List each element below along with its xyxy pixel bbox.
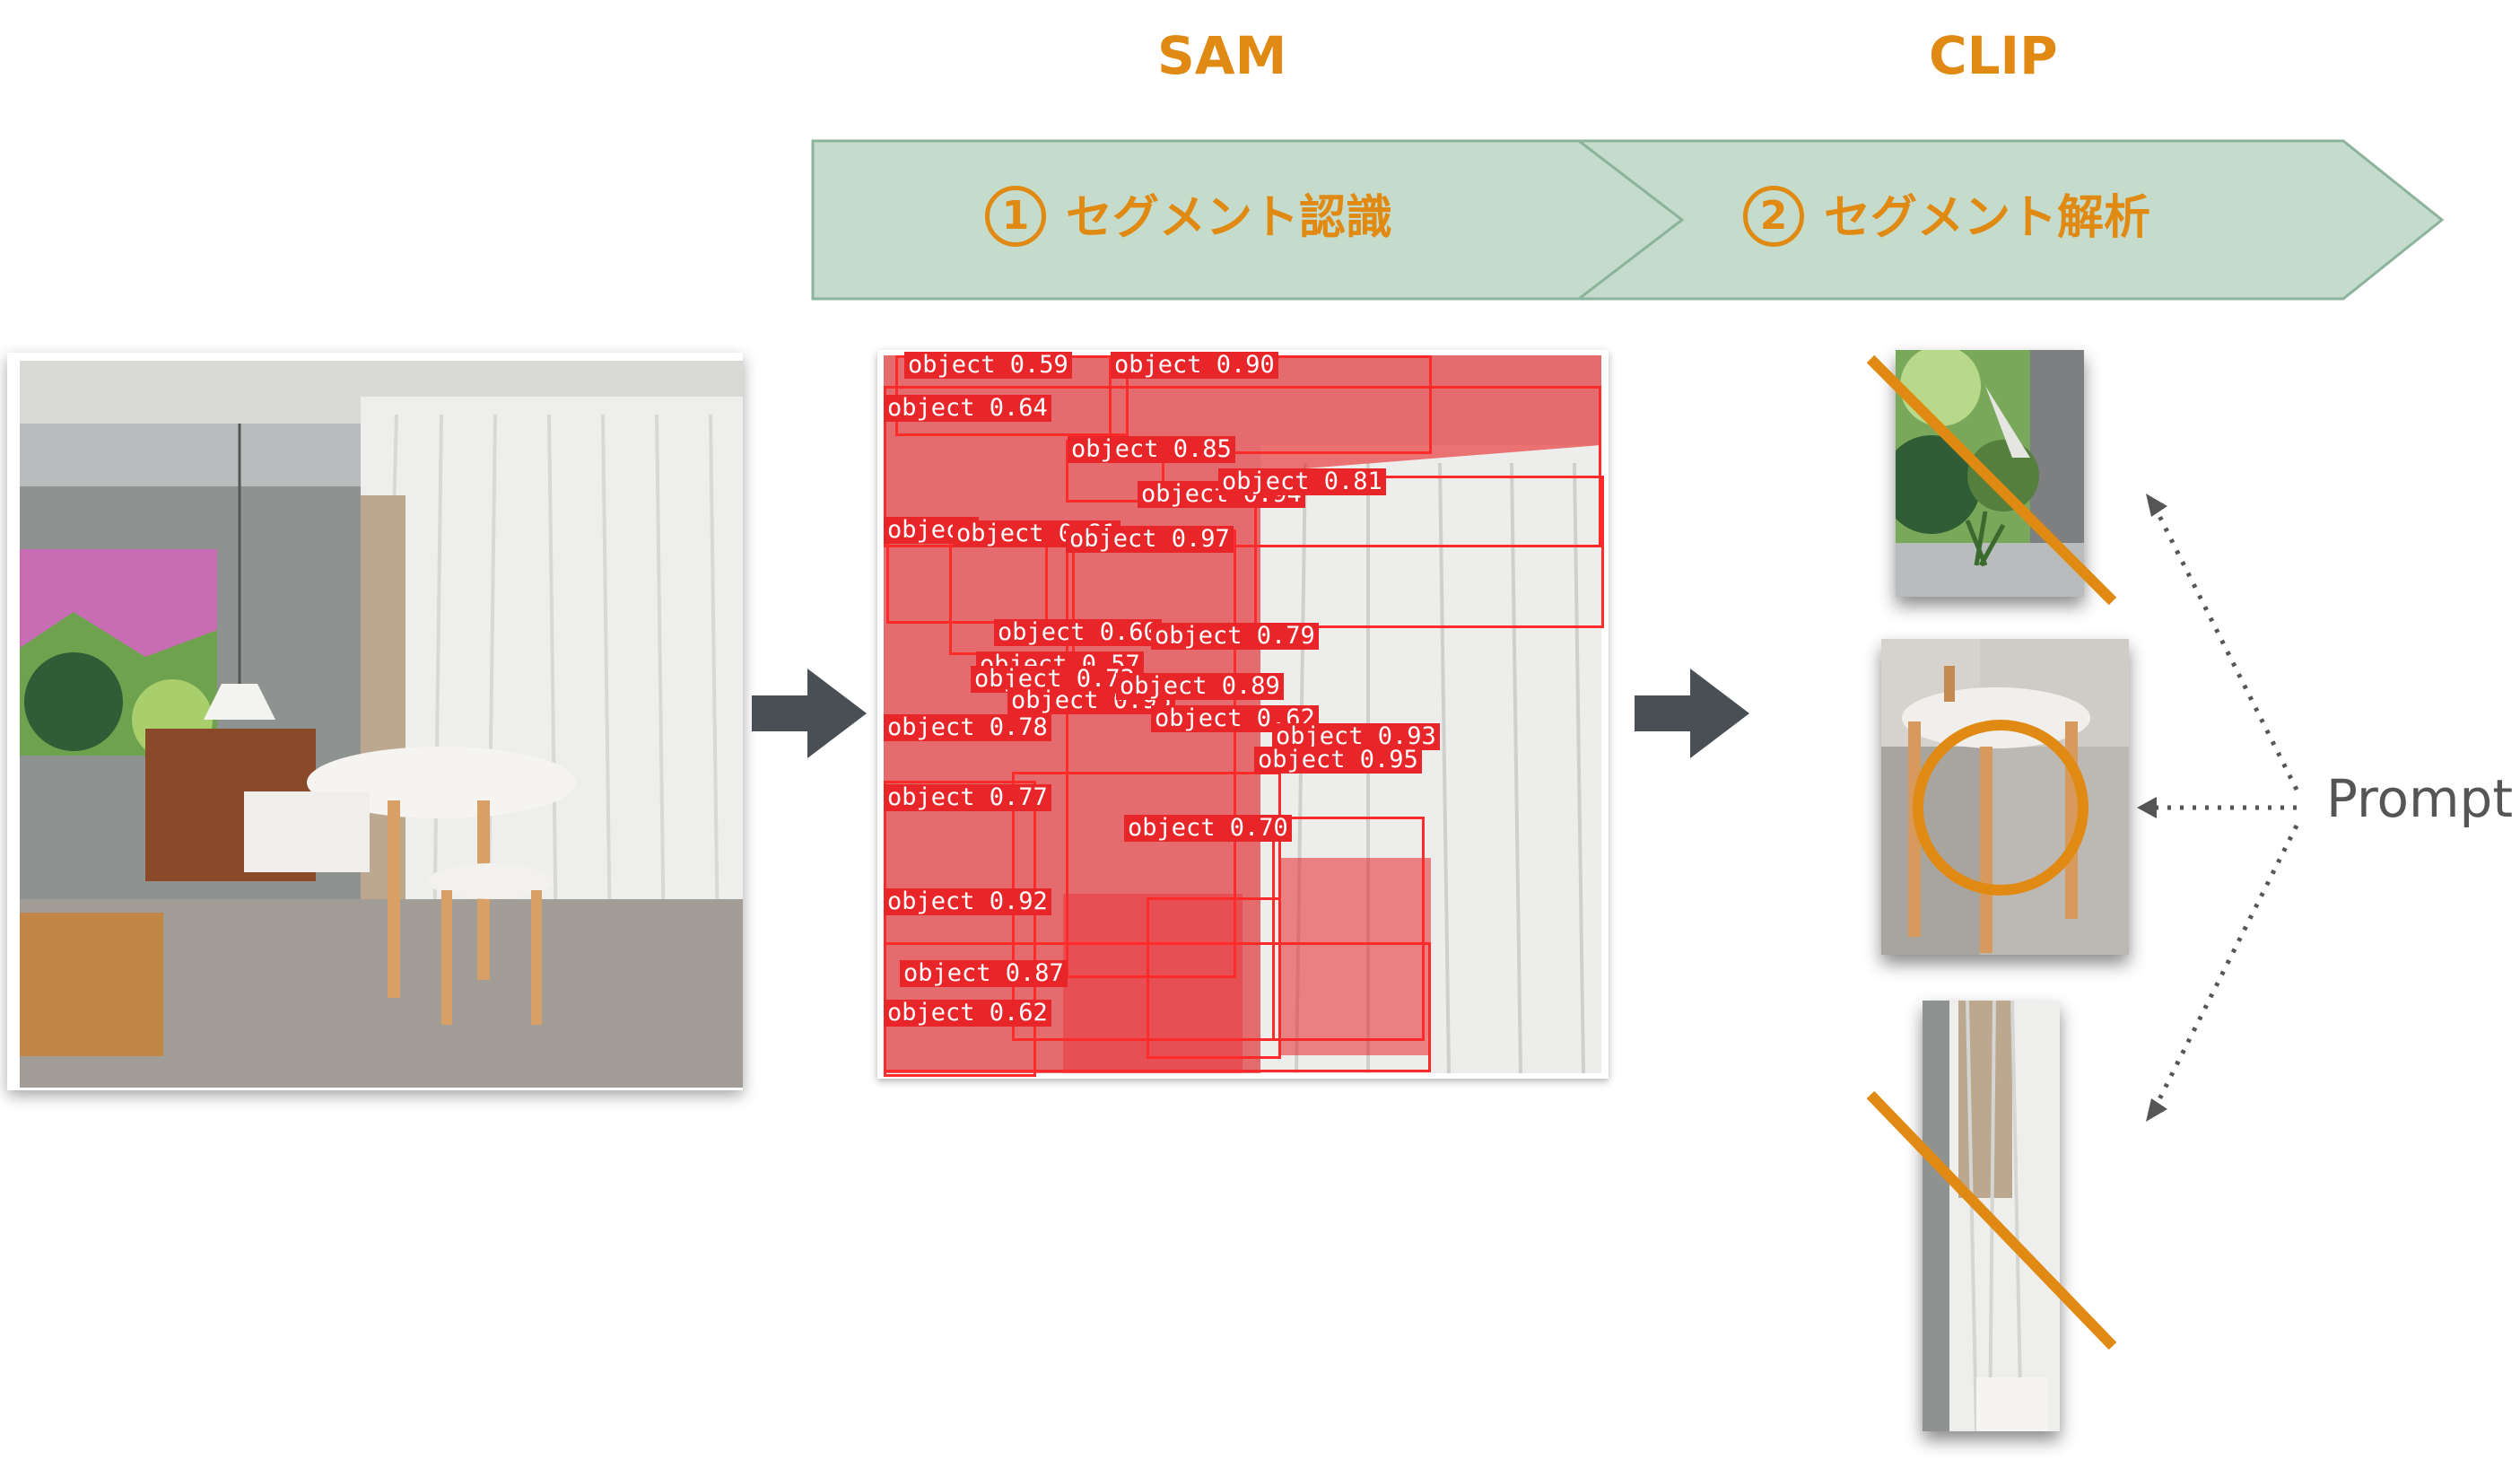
detection-box — [884, 386, 1601, 547]
step-2-label: 2 セグメント解析 — [1743, 179, 2150, 251]
detection-label: object 0.90 — [1111, 352, 1278, 379]
input-photo-frame — [7, 353, 743, 1090]
detection-label: object 0.97 — [1066, 526, 1234, 553]
clip-label: CLIP — [1929, 25, 2058, 86]
arrow-icon-2 — [1635, 669, 1749, 758]
detection-label: object 0.64 — [884, 395, 1051, 422]
detection-label: object 0.93 — [1272, 723, 1440, 750]
step-1-label: 1 セグメント認識 — [985, 179, 1392, 251]
detection-label: object 0.95 — [1007, 687, 1175, 714]
detection-label: object 0.78 — [884, 714, 1051, 741]
input-room-photo — [20, 361, 743, 1088]
step-2-number: 2 — [1743, 186, 1804, 247]
segmented-image-frame: object 0.59 object 0.90 object 0.64 obje… — [877, 350, 1609, 1079]
detection-label: object 0.89 — [1116, 673, 1284, 700]
detection-label: object 0.79 — [1151, 623, 1319, 650]
arrowhead-left-icon — [2137, 797, 2157, 818]
prompt-arrows — [2137, 494, 2299, 1122]
reject-mark-1-icon — [1866, 354, 2117, 606]
detection-label: object 0.77 — [884, 784, 1051, 811]
detection-label: object 0.81 — [1218, 468, 1386, 495]
segment-crop-stool — [1881, 639, 2129, 955]
prompt-label: Prompt — [2326, 768, 2514, 829]
detection-label: object 0.70 — [1124, 815, 1292, 842]
step-2-text: セグメント解析 — [1824, 191, 2151, 245]
reject-mark-2-icon — [1866, 1090, 2117, 1351]
detection-box — [1272, 817, 1425, 1041]
detection-label: object 0.59 — [904, 352, 1072, 379]
arrowhead-down-icon — [2146, 1098, 2167, 1122]
detection-label: object 0.85 — [1068, 436, 1235, 463]
detection-label: object 0.62 — [884, 1000, 1051, 1027]
stool-crop-image — [1881, 639, 2129, 955]
detection-box — [1254, 476, 1604, 628]
detection-box — [1147, 897, 1281, 1059]
select-mark-icon — [1913, 720, 2088, 896]
arrow-icon-1 — [752, 669, 867, 758]
arrowhead-up-icon — [2146, 494, 2167, 517]
detection-box — [884, 781, 1036, 1077]
detection-label: object 0.87 — [900, 960, 1068, 987]
sam-label: SAM — [1157, 25, 1287, 86]
detection-label: object 0.60 — [994, 619, 1162, 646]
step-1-text: セグメント認識 — [1066, 191, 1393, 245]
step-1-number: 1 — [985, 186, 1046, 247]
detection-label: object 0.92 — [884, 888, 1051, 915]
detection-label: object 0.95 — [1254, 747, 1422, 774]
